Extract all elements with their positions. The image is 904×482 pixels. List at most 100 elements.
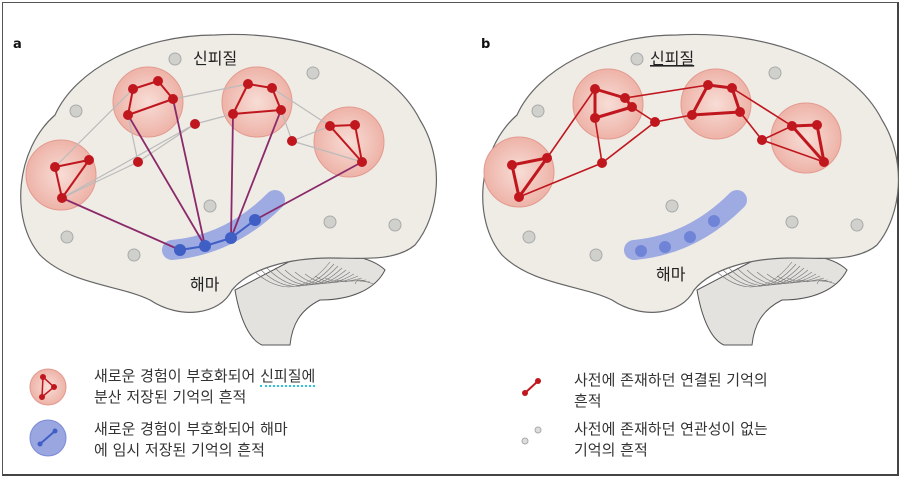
cortex-link <box>54 166 63 199</box>
unrelated-memory-node <box>630 52 644 66</box>
cortex-node <box>357 157 367 167</box>
cortex-node <box>168 94 178 104</box>
cortex-node <box>133 157 143 167</box>
cortex-node <box>325 121 335 131</box>
unrelated-memory-node <box>388 218 402 232</box>
cerebellum-fold <box>776 275 821 283</box>
cerebellum-fold <box>324 277 363 283</box>
panel-a-hippocampus-label: 해마 <box>190 275 220 294</box>
hippocampus-node <box>199 240 211 252</box>
cerebellum-fold <box>284 269 347 285</box>
unrelated-memory-node <box>323 215 337 229</box>
cortex-link <box>54 159 90 168</box>
legend-cortex-trace: 새로운 경험이 부호화되어 신피질에 분산 저장된 기억의 흔적 <box>94 366 316 408</box>
hippocampus-node <box>708 215 720 227</box>
cortex-link <box>510 164 521 198</box>
unrelated-memory-node <box>203 199 217 213</box>
hippocampus-node <box>249 214 261 226</box>
hippocampus-node <box>659 241 671 253</box>
hippocampus-node <box>635 245 647 257</box>
unrelated-memory-node <box>127 248 141 262</box>
cortex-node <box>514 192 524 202</box>
cortex-link <box>601 121 656 164</box>
cortex-link <box>329 125 363 163</box>
unrelated-memory-node <box>306 66 320 80</box>
unrelated-memory-node <box>168 52 182 66</box>
cortex-memory-trace-circle <box>25 139 97 211</box>
cortex-node <box>590 113 600 123</box>
cortex-link <box>546 88 596 159</box>
legend-linked-line1: 사전에 존재하던 연결된 기억의 <box>574 371 768 389</box>
cerebellum-fold <box>304 273 355 284</box>
cerebellum-fold <box>766 273 817 284</box>
panel-b-cortex-label: 신피질 <box>650 49 694 68</box>
cortex-node <box>650 117 660 127</box>
cortex-node <box>123 110 133 120</box>
cortex-link <box>654 114 693 123</box>
unrelated-memory-node <box>69 104 83 118</box>
hippocampus-node <box>174 244 186 256</box>
cerebellum-fold <box>756 271 813 284</box>
cortex-node <box>735 107 745 117</box>
cortex-node <box>787 121 797 131</box>
cortex-link <box>761 139 825 163</box>
cortex-node <box>287 136 297 146</box>
cerebellum-fold <box>816 279 837 285</box>
cerebellum-fold <box>254 263 335 287</box>
cortex-memory-trace-circle <box>313 106 385 178</box>
cortex-node <box>57 193 67 203</box>
cerebellum-fold <box>354 279 375 285</box>
cortex-link <box>691 110 741 117</box>
unrelated-memory-node <box>768 66 782 80</box>
cortex-link <box>511 156 548 167</box>
cerebellum-fold <box>716 263 797 287</box>
cortex-link <box>594 117 603 164</box>
cortex-link <box>354 124 363 163</box>
cerebellum-fold <box>274 267 343 286</box>
cortex-node <box>128 84 138 94</box>
cortex-node <box>727 83 737 93</box>
cortex-node <box>153 76 163 86</box>
cortex-link <box>232 109 282 115</box>
gray-connection <box>291 125 331 142</box>
cerebellum-fold <box>746 269 809 285</box>
legend-unrelated-line2: 기억의 흔적 <box>574 441 648 459</box>
cortex-link <box>61 159 90 199</box>
legend-hippocampus-line2: 에 임시 저장된 기억의 흔적 <box>94 441 265 459</box>
cortex-node <box>84 155 94 165</box>
cortex-node <box>703 80 713 90</box>
legend-hippocampus-line1: 새로운 경험이 부호화되어 해마 <box>94 420 288 438</box>
unrelated-memory-node <box>589 248 603 262</box>
legend-cortex-line2: 분산 저장된 기억의 흔적 <box>94 388 247 406</box>
gray-connection <box>280 109 293 142</box>
cortex-link <box>127 98 174 116</box>
cortex-memory-trace-circle <box>770 102 842 174</box>
hippocampus-cortex-link <box>127 114 206 247</box>
cortex-node <box>819 157 829 167</box>
cerebellum-fold <box>726 265 801 286</box>
gray-connection <box>54 88 134 168</box>
cerebellum-fold <box>314 275 359 283</box>
legend-hippocampus-trace: 새로운 경험이 부호화되어 해마 에 임시 저장된 기억의 흔적 <box>94 419 288 461</box>
gray-connection <box>172 83 249 100</box>
unrelated-memory-node <box>522 230 536 244</box>
cortex-link <box>690 84 710 116</box>
panel-b-hippocampus-label: 해마 <box>656 265 686 284</box>
hippocampus-node <box>684 231 696 243</box>
figure-frame <box>2 2 899 476</box>
gray-connection <box>194 113 234 125</box>
cortex-node <box>190 119 200 129</box>
hippocampus-cortex-link <box>172 98 206 247</box>
cortex-memory-trace-circle <box>572 68 644 140</box>
cortex-node <box>50 162 60 172</box>
cortex-node <box>267 83 277 93</box>
cortex-link <box>624 84 709 99</box>
cortex-node <box>276 105 286 115</box>
cortex-node <box>590 84 600 94</box>
hippocampus-node <box>225 232 237 244</box>
hippocampus-cortex-link <box>230 113 234 239</box>
hippocampus-cortex-link <box>230 109 282 239</box>
legend-unrelated-trace: 사전에 존재하던 연관성이 없는 기억의 흔적 <box>574 419 768 461</box>
cortex-link <box>518 162 603 198</box>
gray-connection <box>61 123 196 199</box>
